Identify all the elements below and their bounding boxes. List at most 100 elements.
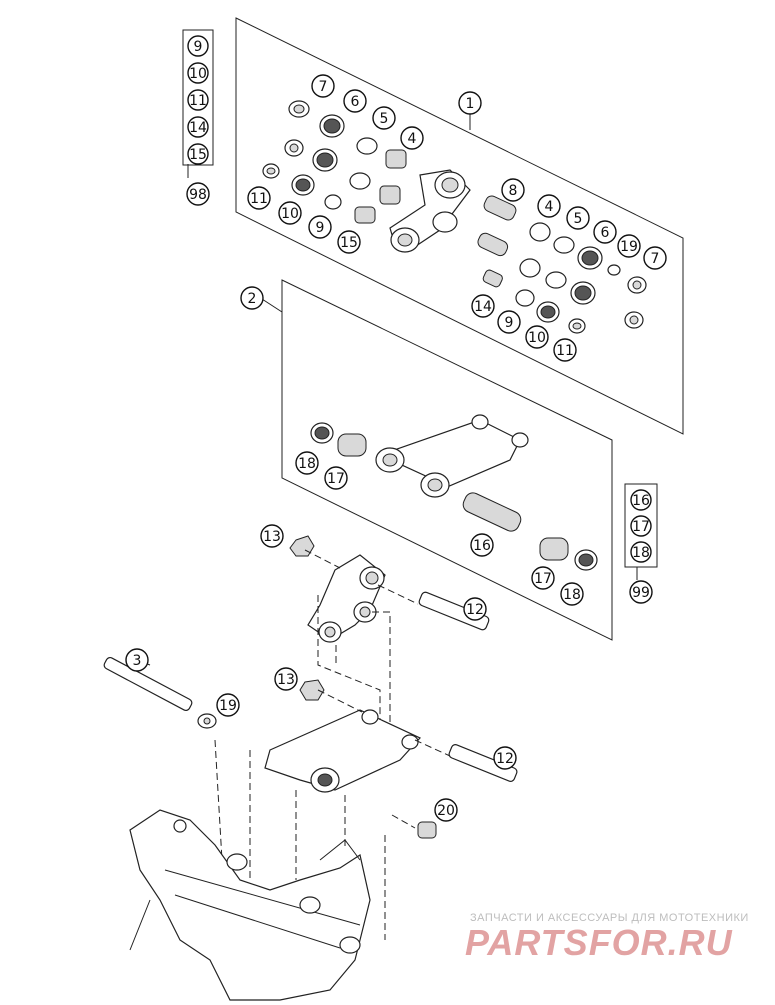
callout-circle (471, 294, 495, 318)
callout-c7a: 7 (311, 74, 335, 98)
callout-c19b: 19 (216, 693, 240, 717)
kit_98-label: 98 (186, 182, 210, 206)
callout-c18a: 18 (295, 451, 319, 475)
watermark-logo: PARTSFOR.RU (465, 922, 733, 963)
watermark-tagline: ЗАПЧАСТИ И АКСЕССУАРЫ ДЛЯ МОТОТЕХНИКИ (470, 912, 749, 924)
callout-number: 9 (505, 315, 514, 331)
frame-structure (129, 809, 371, 1001)
callout-c11b: 11 (553, 338, 577, 362)
callout-circle (593, 220, 617, 244)
kit_98-item: 10 (187, 62, 209, 84)
callout-number: 14 (474, 299, 492, 315)
callout-circle (458, 91, 482, 115)
kit-item-number: 17 (632, 519, 650, 535)
kit-item-circle (187, 62, 209, 84)
callout-c5b: 5 (566, 206, 590, 230)
callout-c20: 20 (434, 798, 458, 822)
kit-item-number: 18 (632, 545, 650, 561)
kit-99-box (624, 483, 658, 568)
kit-item-number: 14 (189, 120, 207, 136)
callout-circle (501, 178, 525, 202)
callout-circle (337, 230, 361, 254)
assembly-guides (214, 549, 451, 940)
kit-label-number: 98 (189, 187, 207, 203)
kit-item-circle (187, 89, 209, 111)
callout-number: 8 (509, 183, 518, 199)
panel-1-right-parts (477, 195, 647, 334)
kit-item-number: 16 (632, 493, 650, 509)
kit-item-number: 10 (189, 66, 207, 82)
callout-c14: 14 (471, 294, 495, 318)
callout-c5a: 5 (372, 106, 396, 130)
callout-circle (434, 798, 458, 822)
callout-circle (278, 201, 302, 225)
callout-c17b: 17 (531, 566, 555, 590)
callout-number: 13 (277, 672, 295, 688)
callout-c17a: 17 (324, 466, 348, 490)
callout-circle (537, 194, 561, 218)
kit_98-item: 9 (187, 35, 209, 57)
kit-item-circle (187, 116, 209, 138)
callout-c10b: 10 (525, 325, 549, 349)
kit-item-number: 15 (189, 147, 207, 163)
callout-circle (295, 451, 319, 475)
callout-c4a: 4 (400, 126, 424, 150)
callout-circle (643, 246, 667, 270)
callout-number: 2 (248, 291, 257, 307)
callout-circle (274, 667, 298, 691)
kit-label-circle (186, 182, 210, 206)
kit-item-circle (187, 143, 209, 165)
callout-c6a: 6 (343, 89, 367, 113)
kit_98-item: 15 (187, 143, 209, 165)
callout-circle (308, 215, 332, 239)
callout-number: 12 (466, 602, 484, 618)
callout-c2: 2 (240, 286, 264, 310)
callout-circle (260, 524, 284, 548)
callout-circle (247, 186, 271, 210)
callout-number: 11 (250, 191, 268, 207)
callout-number: 17 (534, 571, 552, 587)
callout-c15: 15 (337, 230, 361, 254)
callout-circle (400, 126, 424, 150)
callout-c6b: 6 (593, 220, 617, 244)
callout-circle (525, 325, 549, 349)
callout-number: 10 (528, 330, 546, 346)
callout-number: 20 (437, 803, 455, 819)
kit_99-item: 17 (630, 515, 652, 537)
kit-label-circle (629, 580, 653, 604)
kit_99-item: 18 (630, 541, 652, 563)
kit-item-circle (630, 541, 652, 563)
callout-number: 11 (556, 343, 574, 359)
callout-number: 19 (219, 698, 237, 714)
kit-item-circle (630, 515, 652, 537)
callout-number: 10 (281, 206, 299, 222)
callout-number: 3 (133, 653, 142, 669)
callout-number: 17 (327, 471, 345, 487)
callout-number: 1 (466, 96, 475, 112)
panel-2-parts (310, 414, 598, 571)
callout-circle (617, 234, 641, 258)
callout-c9a: 9 (308, 215, 332, 239)
callout-c13a: 13 (260, 524, 284, 548)
callout-circle (470, 533, 494, 557)
callout-c7b: 7 (643, 246, 667, 270)
callout-circle (324, 466, 348, 490)
callout-c3: 3 (125, 648, 149, 672)
kit_98-item: 11 (187, 89, 209, 111)
callout-c19a: 19 (617, 234, 641, 258)
callout-number: 7 (651, 251, 660, 267)
rocker-assembly (103, 535, 490, 729)
callout-number: 18 (298, 456, 316, 472)
callout-number: 19 (620, 239, 638, 255)
callout-circle (372, 106, 396, 130)
callouts: 1234455667789910101111121213131415161717… (125, 35, 667, 822)
kit-item-number: 9 (194, 39, 203, 55)
callout-c9b: 9 (497, 310, 521, 334)
callout-c8: 8 (501, 178, 525, 202)
kit_99-label: 99 (629, 580, 653, 604)
callout-c18b: 18 (560, 582, 584, 606)
panel-kit-2 (281, 279, 613, 641)
callout-circle (311, 74, 335, 98)
callout-circle (216, 693, 240, 717)
